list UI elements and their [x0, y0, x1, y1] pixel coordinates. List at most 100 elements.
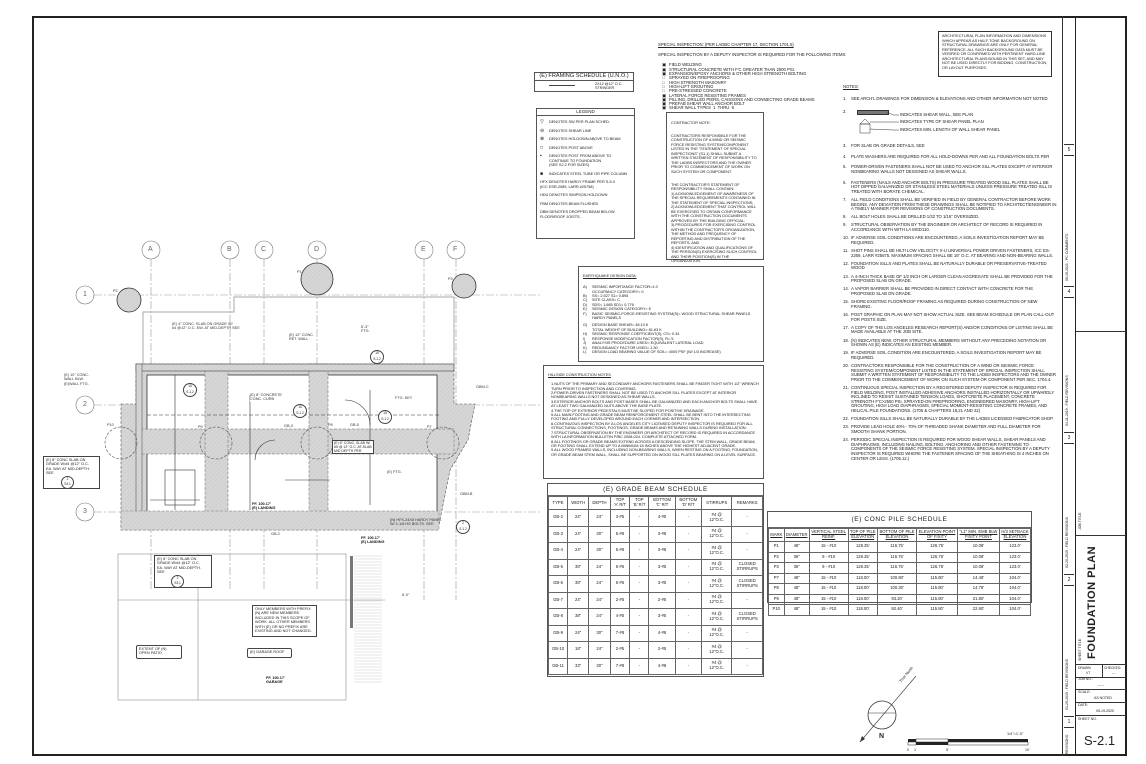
special-inspection: SPECIAL INSPECTION: (PER LADBC CHAPTER 1…	[658, 38, 846, 115]
grid-label-2: 2	[83, 401, 87, 408]
table-cell: GB-11	[547, 657, 569, 675]
table-cell: 24"	[567, 591, 590, 609]
legend-item-label: DENOTES SW PER PLAN SCHED.	[549, 119, 610, 124]
pile-label: P10	[107, 423, 114, 427]
hillside-note: 5.ALL MAIN FOOTING AND GRADE BEAM REINFO…	[551, 412, 751, 422]
table-cell: 3-#8	[648, 525, 676, 543]
table-cell: -	[731, 591, 763, 609]
table-cell: P1	[768, 541, 785, 553]
note-text: ALL FIELD CONDITIONS SHALL BE VERIFIED I…	[851, 196, 1057, 212]
note-number: 23.	[843, 424, 849, 430]
unchecked-box-icon: □	[662, 79, 665, 85]
earthquake-item: e)SEISMIC DESIGN CATEGORY= E	[583, 306, 759, 311]
note-number: 21.	[843, 385, 849, 391]
table-cell: 115.80'	[916, 572, 958, 584]
sheet-title: FOUNDATION PLAN	[1086, 545, 1098, 659]
note-item: 8.ALL BOLT HOLES SHALL BE DRILLED 1/32 T…	[843, 215, 1057, 220]
table-cell: 4-#5	[609, 608, 631, 626]
earthquake-item-key: l)	[583, 348, 587, 354]
table-cell: -	[731, 657, 763, 675]
hillside-note: 6.CONTINUOUS INSPECTION BY A LOS ANGELES…	[551, 420, 753, 431]
shear-line-icon: ⊖	[540, 127, 545, 134]
pile-label: P3	[448, 277, 453, 281]
note-number: 7.	[843, 196, 847, 202]
plan-label-dim: 6'-0"	[402, 593, 410, 597]
table-cell: 10.08'	[956, 562, 1000, 574]
note-item: 20.CONTRACTORS RESPONSIBLE FOR THE CONST…	[843, 363, 1057, 382]
table-cell: 10.08'	[956, 551, 1000, 563]
note-item: 15.SHORE EXISTING FLOOR/ROOF FRAMING AS …	[843, 299, 1057, 309]
plan-label-landing: FF. 100.17' (E) LANDING	[252, 502, 276, 511]
table-cell: #4 @ 12"O.C.	[700, 509, 733, 527]
earthquake-item: a)SEISMIC IMPORTANCE FACTOR=1.0 OCCUPANC…	[583, 285, 759, 294]
table-cell: #4 @ 12"O.C.	[700, 525, 733, 543]
note-number: 14.	[843, 286, 849, 292]
stringer-symbol	[549, 85, 575, 86]
table-cell: -	[629, 608, 650, 626]
hillside-note: 3.EXTERIOR ANCHOR BOLTS AND POST BASES S…	[551, 398, 758, 409]
scale-tick: 10'	[1025, 748, 1030, 752]
note-number: 6.	[843, 179, 847, 185]
legend-item-label: FBM DENOTES BEAM FLUSHED	[540, 200, 599, 206]
contractor-note-p1: CONTRACTORS RESPONSIBLE FOR THE CONSTRUC…	[671, 132, 757, 174]
note-number: 9.	[843, 222, 847, 228]
table-cell: 3-#5	[648, 575, 676, 593]
table-cell: GB-6	[547, 575, 569, 593]
table-cell: 128.25'	[847, 551, 878, 563]
legend-item-label: DENOTES SHEAR LINE	[549, 127, 592, 133]
table-cell: 100.30'	[876, 583, 918, 595]
stairs	[354, 555, 382, 683]
note-item: 12.FOUNDATION SILLS AND PLATES SHALL BE …	[843, 260, 1057, 271]
table-cell: 15 - #10	[808, 541, 849, 553]
hillside-title: HILLSIDE CONSTRUCTION NOTES	[548, 372, 611, 378]
table-cell: -	[674, 591, 702, 609]
table-cell: 14.78'	[956, 583, 1000, 595]
note-text: PROVIDE LEAD HOLE 40% - 70% OF THREADED …	[851, 424, 1041, 434]
table-cell: GB-2	[547, 509, 569, 527]
grid-label-c: C	[261, 246, 267, 253]
note-item: 21.CONTINUOUS SPECIAL INSPECTION BY A RE…	[843, 385, 1057, 414]
table-cell: -	[674, 657, 702, 675]
table-cell: -	[674, 558, 702, 576]
table-cell: 3-#8	[648, 542, 676, 560]
earthquake-item-value: RESPONSE MODIFICATION FACTOR(S), R= 5	[592, 335, 674, 341]
legend-item: ⊖ DENOTES SHEAR LINE	[540, 127, 631, 134]
revision-delta-icon: 4	[1064, 286, 1074, 298]
note-item: 18.(N) INDICATES NEW. OTHER STRUCTURAL M…	[843, 338, 1057, 348]
earthquake-item-key: i)	[583, 335, 586, 341]
plan-label-garage-ff: FF. 100.17' GARAGE	[266, 676, 285, 685]
north-arrow-icon	[859, 675, 917, 743]
table-cell: 38"	[567, 575, 590, 593]
table-cell: -	[629, 558, 650, 576]
plan-label-slab4: (E) 4" CONC. SLAB ON GRADE w/ #4 @12" o.…	[172, 322, 240, 331]
earthquake-item-key: g)	[583, 322, 588, 328]
note-number: 12.	[843, 260, 849, 266]
table-cell: 36"	[783, 551, 810, 563]
table-cell: -	[629, 657, 650, 675]
shear-wall-diagram: 2. INDICATES SHEAR WALL, SEE PLAN INDICA…	[843, 109, 1057, 140]
table-cell: CLOSED STIRRUPS	[731, 558, 763, 576]
inspection-item-label: PREFAB SHEAR WALL ANCHOR BOLT	[669, 101, 745, 107]
note-number: 8.	[843, 214, 847, 220]
note-number: 11.	[843, 248, 849, 254]
table-cell: 118.00'	[847, 583, 878, 595]
table-cell: 2-#5	[648, 591, 676, 609]
note-text: SHOT PINS SHALL BE HILTI LOW VELOCITY X-…	[851, 248, 1054, 258]
plan-label-gbmc: GBM-C	[476, 385, 489, 389]
grid-label-b: B	[227, 246, 232, 253]
framing-schedule-title: (E) FRAMING SCHEDULE (U.N.O.)	[535, 73, 633, 81]
table-cell: -	[674, 525, 702, 543]
patio-callout: EXTENT OF (N) OPEN PATIO	[136, 645, 182, 659]
hillside-note: 8.ALL FOOTINGS OR GRADE BEAMS EXTEND ACR…	[551, 438, 756, 448]
